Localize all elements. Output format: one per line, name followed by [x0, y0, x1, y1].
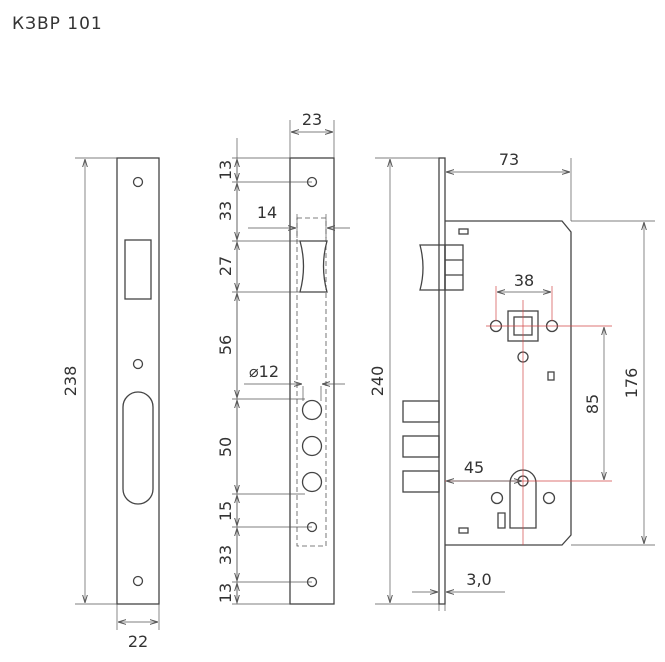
- deadbolt-hole-3: [301, 471, 323, 493]
- dimension-lock-height: [375, 157, 439, 605]
- spacing-label-3: 27: [216, 256, 235, 276]
- cylinder-screw-left: [490, 491, 504, 505]
- spacing-label-5: 50: [216, 437, 235, 457]
- lock-case-outline: [445, 220, 572, 546]
- spacing-label-2: 33: [216, 201, 235, 221]
- lock-body: [402, 157, 572, 605]
- dimension-hole-diameter: [244, 384, 345, 401]
- faceplate-width-label: 23: [302, 110, 322, 129]
- dimension-plate-thickness: [412, 592, 505, 611]
- deadbolt-hole-1: [301, 399, 323, 421]
- latch-bolt-side: [419, 244, 446, 291]
- cylinder-profile: [509, 469, 537, 529]
- dimension-strike-width: [116, 604, 160, 630]
- cylinder-screw-right: [542, 491, 556, 505]
- hole-diameter-label: ⌀12: [249, 362, 279, 381]
- deadbolt-side-3: [402, 470, 440, 493]
- faceplate-outline: [289, 157, 335, 605]
- latch-bolt: [299, 240, 328, 293]
- cylinder-cam: [497, 512, 506, 529]
- drawing-title: КЗВР 101: [12, 14, 103, 34]
- spindle-spacing-label: 38: [514, 271, 534, 290]
- spacing-label-7: 33: [216, 545, 235, 565]
- latch-tail: [444, 244, 464, 291]
- spacing-label-8: 13: [216, 583, 235, 603]
- deadbolt-hole-2: [301, 435, 323, 457]
- body-height-label: 176: [622, 368, 641, 399]
- dimension-chain-faceplate: [232, 138, 312, 605]
- plate-thickness-label: 3,0: [466, 570, 491, 589]
- case-rivet-top-left: [458, 228, 469, 235]
- strike-plate: [116, 157, 160, 605]
- spacing-label-6: 15: [216, 501, 235, 521]
- bolt-opening: [122, 391, 154, 505]
- lock-faceplate-edge: [438, 157, 446, 605]
- dimension-spindle-spacing: [495, 286, 553, 321]
- strike-middle-screw-hole: [132, 358, 144, 370]
- center-distance-label: 85: [583, 394, 602, 414]
- lock-height-label: 240: [368, 366, 387, 397]
- case-slot: [547, 371, 555, 381]
- strike-bottom-screw-hole: [132, 575, 144, 587]
- dimension-strike-height: [75, 157, 117, 605]
- strike-height-label: 238: [61, 366, 80, 397]
- strike-top-screw-hole: [132, 176, 144, 188]
- dimension-faceplate-width: [289, 120, 335, 158]
- spacing-label-4: 56: [216, 335, 235, 355]
- strike-plate-outline: [116, 157, 160, 605]
- case-rivet-bottom-left: [458, 527, 469, 534]
- deadbolt-side-1: [402, 400, 440, 423]
- backset-label: 73: [499, 150, 519, 169]
- spacing-label-1: 13: [216, 160, 235, 180]
- cylinder-offset-label: 45: [464, 458, 484, 477]
- latch-opening: [124, 239, 152, 300]
- lock-body-hidden-outline: [296, 217, 327, 547]
- dimension-backset: [447, 158, 572, 221]
- deadbolt-side-2: [402, 435, 440, 458]
- dimension-body-height: [571, 220, 655, 546]
- latch-offset-label: 14: [257, 203, 277, 222]
- strike-width-label: 22: [128, 632, 148, 651]
- faceplate: [289, 157, 335, 605]
- dimension-latch-offset: [248, 214, 350, 238]
